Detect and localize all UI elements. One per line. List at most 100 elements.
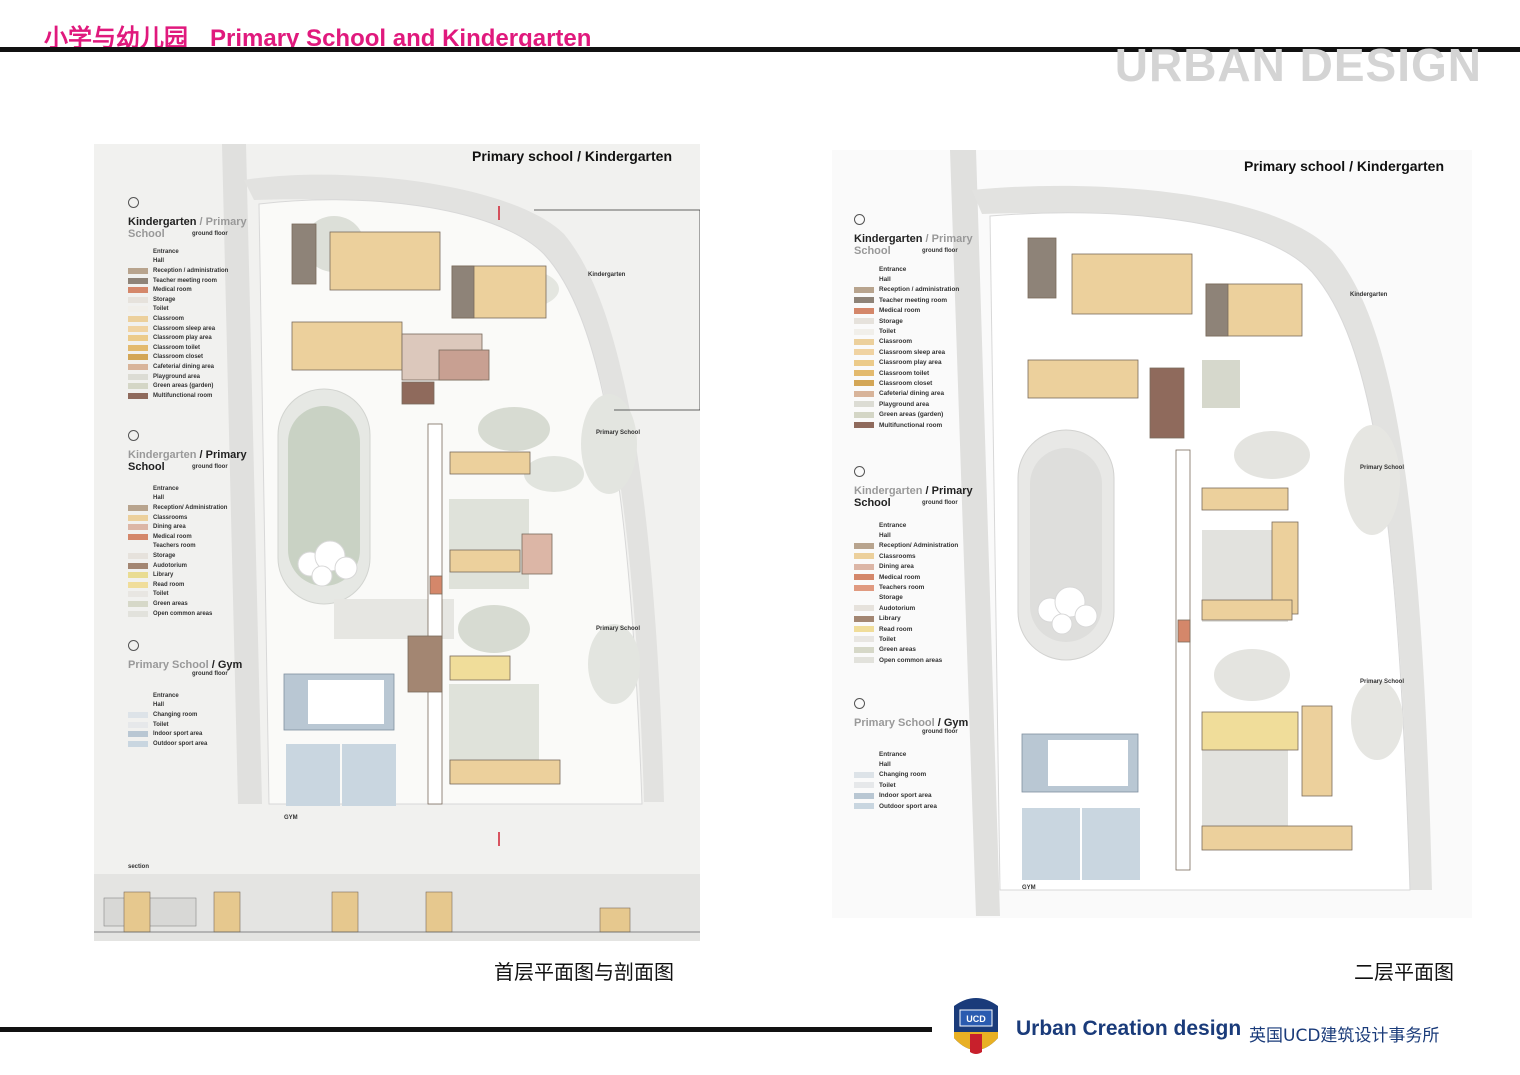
legend-item: Entrance	[128, 484, 247, 494]
legend-swatch	[854, 626, 874, 633]
legend-swatch	[128, 572, 148, 579]
legend-swatch	[128, 383, 148, 390]
legend-label: Toilet	[153, 591, 169, 598]
legend-label: Hall	[153, 495, 165, 502]
legend-swatch	[128, 392, 148, 399]
legend-item: Entrance	[854, 264, 973, 274]
legend-swatch	[854, 338, 874, 345]
legend-label: Read room	[153, 581, 185, 588]
legend-swatch	[128, 344, 148, 351]
logo-text: UCD	[966, 1014, 986, 1024]
legend-label: Toilet	[153, 306, 169, 313]
legend-title-line2: School	[128, 228, 165, 240]
legend-item: Toilet	[128, 590, 247, 600]
legend-swatch	[128, 721, 148, 728]
legend-label: Indoor sport area	[153, 731, 203, 738]
legend-label: Outdoor sport area	[879, 802, 937, 810]
legend-swatch	[854, 595, 874, 601]
legend-label: Library	[153, 572, 174, 579]
legend-swatch	[854, 657, 874, 664]
legend-item: Storage	[128, 551, 247, 561]
legend-label: Toilet	[879, 328, 896, 336]
legend-title: Kindergarten / Primary	[854, 233, 973, 245]
site-road-left	[950, 150, 1000, 916]
legend-item: Audotorium	[128, 561, 247, 571]
legend-kindergarten: Kindergarten / Primary School ground flo…	[854, 214, 973, 430]
legend-item: Changing room	[854, 770, 968, 780]
legend-item: Storage	[854, 593, 973, 603]
map-label-primary-school: Primary School	[596, 430, 641, 436]
legend-item: Hall	[854, 759, 968, 769]
legend-swatch	[854, 615, 874, 622]
legend-subtitle: ground floor	[192, 231, 228, 237]
legend-label: Reception / administration	[879, 286, 960, 294]
legend-item: Outdoor sport area	[854, 801, 968, 811]
legend-swatch	[128, 562, 148, 569]
legend-item: Medical room	[854, 572, 973, 582]
legend-swatch	[128, 306, 148, 313]
legend-swatch	[128, 363, 148, 370]
legend-subtitle: ground floor	[922, 729, 958, 735]
legend-label: Changing room	[879, 771, 927, 779]
legend-label: Entrance	[153, 248, 179, 255]
legend-swatch	[854, 574, 874, 581]
legend-swatch	[128, 335, 148, 342]
legend-swatch	[128, 495, 148, 501]
legend-label: Hall	[879, 532, 891, 540]
legend-label: Teachers room	[879, 584, 925, 592]
legend-label: Playground area	[153, 373, 201, 380]
legend-label: Toilet	[879, 635, 896, 643]
legend-item: Classroom closet	[128, 353, 247, 363]
legend-label: Entrance	[153, 692, 179, 699]
legend-label: Classroom	[153, 315, 185, 322]
legend-swatch	[854, 328, 874, 335]
legend-label: Cafeteria/ dining area	[153, 363, 215, 370]
legend-subtitle: ground floor	[922, 248, 958, 254]
legend-label: Classroom play area	[153, 335, 212, 342]
legend-swatch	[854, 533, 874, 539]
legend-swatch	[128, 731, 148, 738]
legend-subtitle: ground floor	[922, 500, 958, 506]
legend-swatch	[854, 792, 874, 799]
legend-item: Green areas	[128, 599, 247, 609]
legend-swatch	[128, 277, 148, 284]
legend-label: Green areas (garden)	[879, 411, 944, 419]
legend-label: Teacher meeting room	[153, 277, 217, 284]
legend-label: Outdoor sport area	[153, 740, 208, 747]
legend-item: Toilet	[128, 305, 247, 315]
legend-label: Read room	[879, 625, 913, 633]
clock-icon	[854, 214, 865, 225]
legend-swatch	[854, 307, 874, 314]
legend-label: Medical room	[153, 533, 192, 540]
map-label-kindergarten: Kindergarten	[588, 272, 626, 278]
legend-swatch	[128, 610, 148, 617]
legend-item: Read room	[128, 580, 247, 590]
legend-swatch	[854, 359, 874, 366]
legend-swatch	[854, 390, 874, 397]
legend-swatch	[854, 411, 874, 418]
legend-label: Library	[879, 615, 901, 623]
brand-name: Urban Creation design	[1016, 1017, 1242, 1040]
legend-primary-school: Kindergarten / Primary School ground flo…	[128, 430, 247, 618]
trees-cluster	[297, 540, 358, 587]
legend-label: Medical room	[879, 573, 921, 581]
header-rule	[0, 47, 1520, 52]
legend-item: Changing room	[128, 710, 242, 720]
footer-rule	[0, 1027, 932, 1032]
legend-label: Toilet	[153, 721, 169, 728]
legend-swatch	[854, 401, 874, 408]
legend-subtitle: ground floor	[192, 671, 228, 677]
panel-title: Primary school / Kindergarten	[472, 148, 672, 164]
legend-item: Cafeteria/ dining area	[128, 362, 247, 372]
legend-swatch	[128, 702, 148, 708]
legend-label: Hall	[879, 761, 891, 769]
legend-kindergarten: Kindergarten / Primary School ground flo…	[128, 197, 247, 401]
map-label-gym: GYM	[284, 815, 298, 821]
legend-item: Medical room	[854, 306, 973, 316]
legend-item: Reception / administration	[128, 266, 247, 276]
legend-item: Entrance	[128, 247, 247, 257]
legend-item: Open common areas	[128, 609, 247, 619]
